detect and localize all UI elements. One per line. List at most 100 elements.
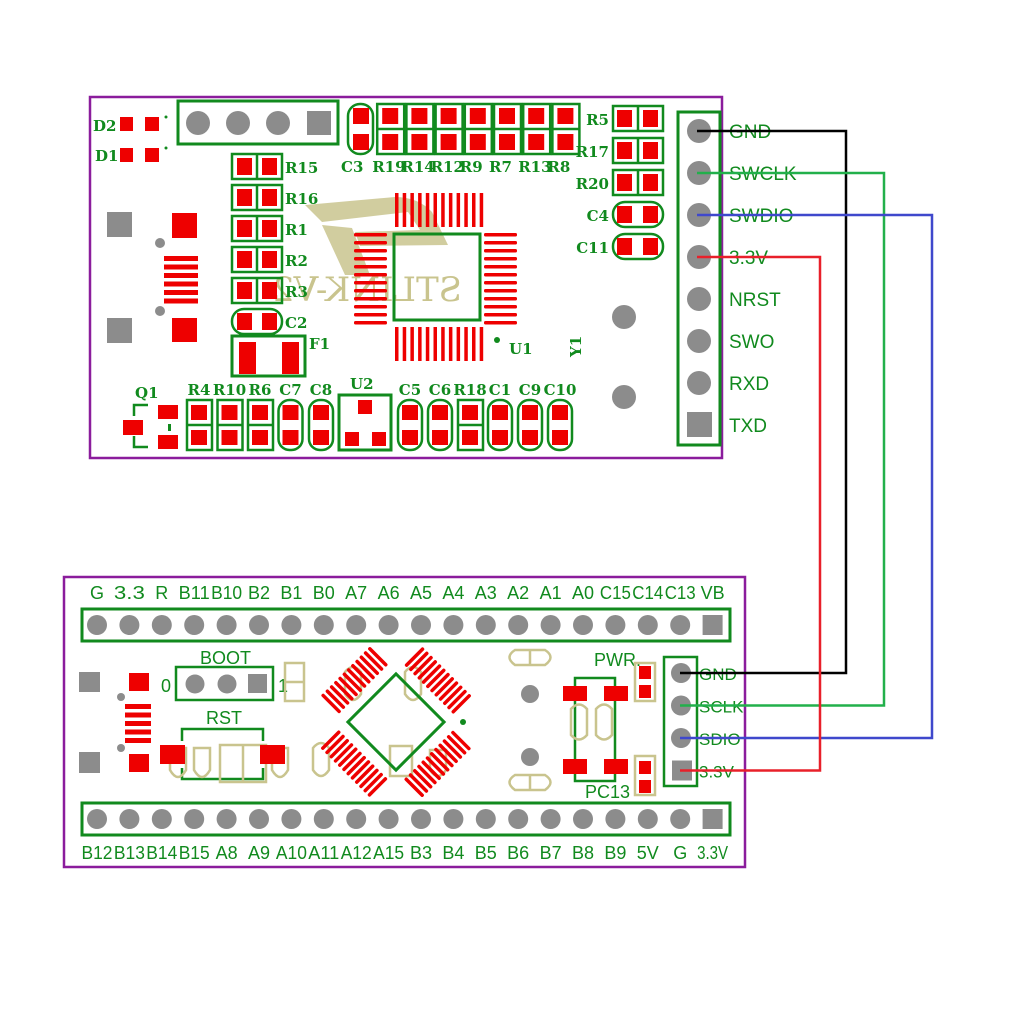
- label-c10: C10: [544, 381, 577, 399]
- mcu-pin: [434, 747, 454, 768]
- pin-hole: [687, 329, 711, 353]
- bluepill-pin-label: R: [155, 583, 168, 603]
- pad: [440, 108, 457, 124]
- label-c6: C6: [429, 381, 451, 399]
- pad: [262, 251, 277, 268]
- bluepill-pin-label: C13: [665, 583, 696, 603]
- mcu-pin: [334, 680, 354, 701]
- bluepill-pin-label: B11: [179, 583, 210, 603]
- pin-hole: [605, 809, 626, 829]
- bluepill-pin: A11: [308, 809, 339, 863]
- mcu-pin: [429, 752, 450, 772]
- pad: [469, 134, 486, 150]
- bluepill-pin-label: B9: [604, 843, 626, 863]
- pad: [262, 189, 277, 206]
- bluepill-pin: A6: [378, 583, 400, 635]
- stlink-pin-label: SWCLK: [729, 164, 797, 185]
- mcu-pin: [484, 241, 517, 245]
- label-r16: R16: [285, 190, 318, 208]
- mcu-pin: [410, 193, 414, 227]
- pad: [469, 108, 486, 124]
- pin-hole: [151, 809, 172, 829]
- mcu-pin: [484, 313, 517, 317]
- mcu-pin: [451, 694, 471, 714]
- mcu-pin: [354, 257, 387, 261]
- label-r5: R5: [586, 111, 609, 129]
- label-r15: R15: [285, 159, 318, 177]
- wire-33v: [680, 255, 822, 772]
- pad: [528, 108, 545, 124]
- mcu-pin: [367, 777, 388, 797]
- pad: [353, 108, 369, 124]
- mcu-pin: [434, 677, 454, 697]
- stlink-usb-connector: [107, 212, 198, 343]
- bluepill-pin: A9: [248, 809, 270, 863]
- bluepill-pin-label: B7: [540, 843, 562, 863]
- pin-hole: [508, 615, 529, 635]
- pin-hole: [249, 809, 269, 829]
- mcu-pin: [484, 233, 517, 237]
- mcu-pin: [412, 769, 433, 789]
- mcu-pin: [484, 249, 517, 253]
- usb-pin: [164, 281, 198, 287]
- component-outline: [611, 200, 665, 229]
- pin-hole: [346, 615, 367, 635]
- pad: [557, 108, 574, 124]
- pin-hole: [378, 809, 399, 829]
- mcu-pin: [354, 321, 387, 325]
- pad: [402, 405, 418, 420]
- usb-pin: [164, 273, 198, 278]
- mcu-pin: [342, 751, 362, 772]
- bluepill-pin-label: C14: [632, 583, 663, 603]
- mcu-pin: [484, 297, 517, 301]
- pin-hole: [605, 615, 626, 635]
- pad: [557, 134, 574, 150]
- mcu-pin: [447, 689, 467, 710]
- bluepill-pin-label: 3.3V: [697, 843, 728, 863]
- bluepill-pin: B9: [604, 809, 626, 863]
- transistor-q1: Q1: [123, 384, 178, 449]
- mcu-pin: [479, 327, 484, 361]
- pad: [617, 110, 632, 127]
- label-boot-0: 0: [161, 676, 171, 696]
- pin-hole: [670, 809, 691, 829]
- pad: [237, 220, 252, 237]
- label-boot-1: 1: [278, 676, 288, 696]
- bluepill-crystal: [563, 676, 628, 783]
- mcu-pin: [363, 772, 383, 793]
- component-r3: R3: [230, 276, 308, 305]
- bluepill-pin-label: B13: [114, 843, 145, 863]
- label-c7: C7: [279, 381, 301, 399]
- mcu-pin: [354, 305, 387, 309]
- component-r13: R13: [518, 102, 552, 176]
- pin-hole: [378, 615, 399, 635]
- bluepill-pin-label: 5V: [637, 843, 659, 863]
- pin-hole: [346, 809, 367, 829]
- bluepill-pin: G: [670, 809, 691, 863]
- bluepill-pin-label: B4: [442, 843, 464, 863]
- mcu-pin: [425, 193, 430, 227]
- label-c3: C3: [341, 158, 363, 176]
- mcu-pin: [410, 327, 414, 361]
- pin-hole: [443, 809, 464, 829]
- pad: [237, 313, 252, 330]
- mcu-pin: [430, 672, 450, 693]
- pad: [353, 134, 369, 150]
- pin-hole: [87, 615, 107, 635]
- mcu-pin: [354, 273, 387, 277]
- bluepill-pin-label: A7: [345, 583, 367, 603]
- led-d2: D2: [93, 115, 168, 135]
- component-outline: [426, 398, 454, 452]
- mcu-pin: [421, 664, 442, 684]
- pin-hole: [313, 809, 334, 829]
- bluepill-pin-label: G: [673, 843, 687, 863]
- pin-hole: [573, 615, 593, 635]
- bluepill-pin-label: A15: [373, 843, 404, 863]
- mcu-pin: [321, 693, 341, 714]
- mcu-pin: [426, 668, 446, 689]
- mcu-pin: [329, 685, 350, 705]
- pad: [522, 430, 538, 445]
- mcu-pin: [363, 651, 384, 671]
